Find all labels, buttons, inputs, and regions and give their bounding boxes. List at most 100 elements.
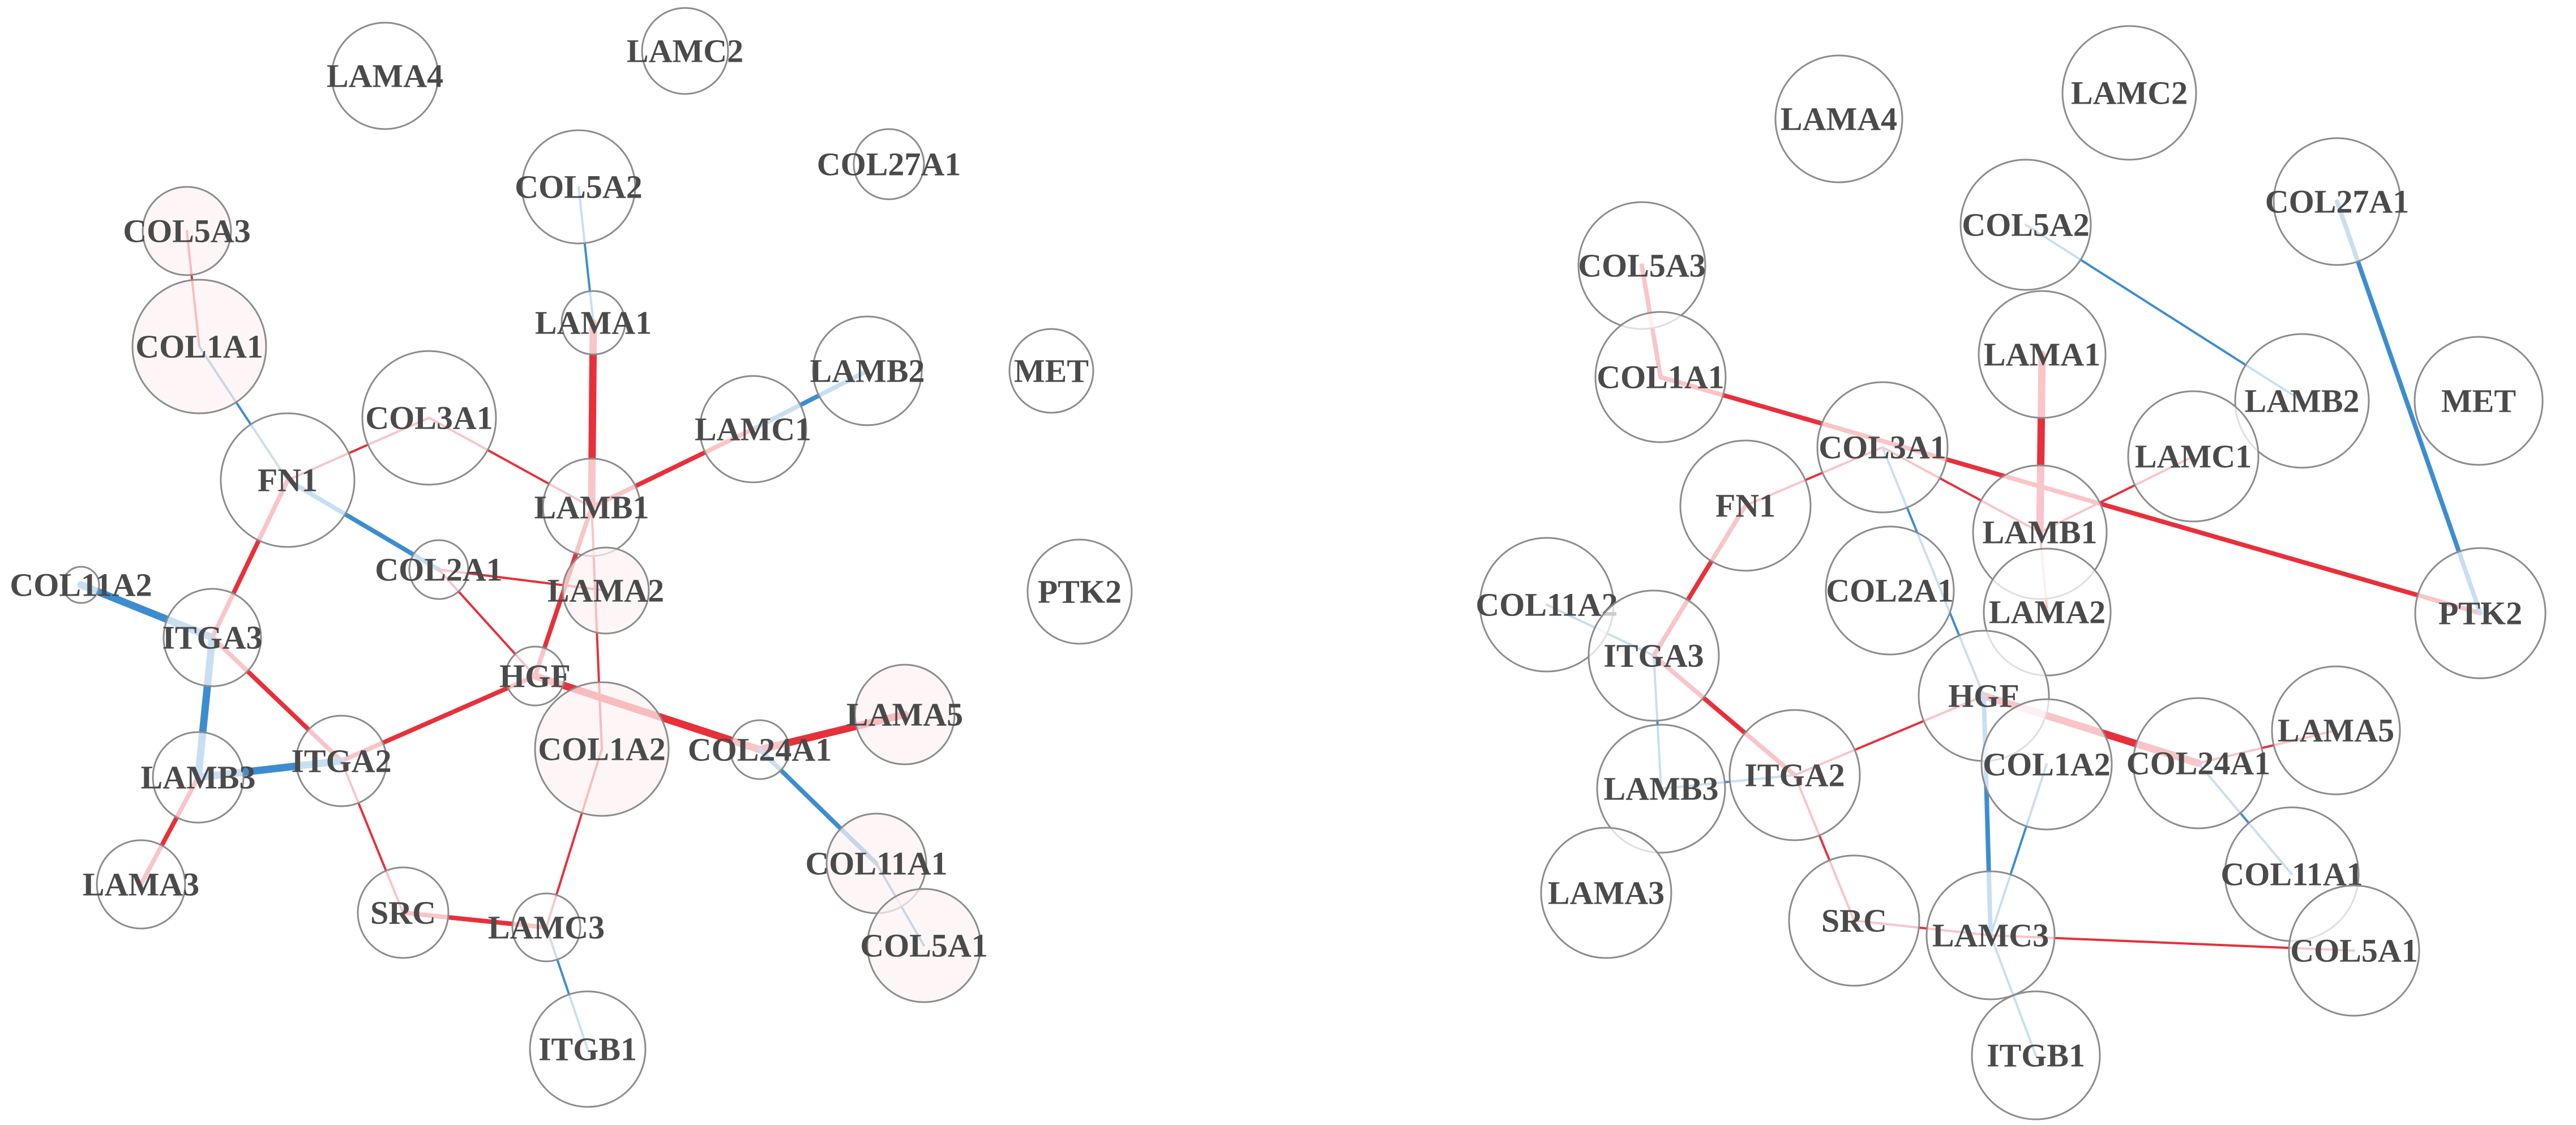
node-lama5[interactable]: LAMA5 bbox=[2271, 665, 2401, 795]
node-circle[interactable] bbox=[62, 566, 100, 604]
node-itga2[interactable]: ITGA2 bbox=[1728, 709, 1861, 841]
node-circle[interactable] bbox=[96, 839, 186, 930]
node-circle[interactable] bbox=[1587, 589, 1720, 722]
node-circle[interactable] bbox=[295, 715, 388, 807]
node-col5a2[interactable]: COL5A2 bbox=[515, 129, 643, 245]
node-circle[interactable] bbox=[1596, 724, 1726, 854]
node-circle[interactable] bbox=[854, 664, 956, 765]
node-lamc3[interactable]: LAMC3 bbox=[488, 892, 605, 963]
node-col27a1[interactable]: COL27A1 bbox=[817, 128, 961, 200]
node-col5a3[interactable]: COL5A3 bbox=[123, 186, 251, 276]
node-circle[interactable] bbox=[2132, 697, 2265, 829]
node-circle[interactable] bbox=[2414, 547, 2547, 679]
node-itga2[interactable]: ITGA2 bbox=[291, 715, 392, 807]
node-circle[interactable] bbox=[729, 719, 790, 780]
node-lama4[interactable]: LAMA4 bbox=[1774, 54, 1903, 183]
node-col27a1[interactable]: COL27A1 bbox=[2265, 137, 2410, 266]
node-hgf[interactable]: HGF bbox=[499, 645, 571, 707]
node-circle[interactable] bbox=[1008, 328, 1094, 414]
node-col5a1[interactable]: COL5A1 bbox=[2288, 884, 2420, 1017]
node-itga3[interactable]: ITGA3 bbox=[1587, 589, 1720, 722]
node-circle[interactable] bbox=[2061, 25, 2197, 161]
node-ptk2[interactable]: PTK2 bbox=[1026, 538, 1133, 645]
node-circle[interactable] bbox=[511, 892, 581, 963]
node-circle[interactable] bbox=[331, 22, 439, 130]
node-fn1[interactable]: FN1 bbox=[220, 412, 356, 548]
node-col24a1[interactable]: COL24A1 bbox=[2126, 697, 2271, 829]
node-circle[interactable] bbox=[562, 546, 650, 635]
node-circle[interactable] bbox=[560, 290, 626, 356]
node-circle[interactable] bbox=[142, 186, 232, 276]
node-col3a1[interactable]: COL3A1 bbox=[1816, 381, 1949, 514]
node-col24a1[interactable]: COL24A1 bbox=[688, 719, 832, 780]
node-circle[interactable] bbox=[1728, 709, 1861, 841]
node-col3a1[interactable]: COL3A1 bbox=[361, 350, 497, 486]
node-col11a1[interactable]: COL11A1 bbox=[805, 812, 948, 914]
node-circle[interactable] bbox=[641, 7, 729, 95]
node-circle[interactable] bbox=[1959, 159, 2092, 291]
node-circle[interactable] bbox=[162, 588, 262, 687]
node-lamb2[interactable]: LAMB2 bbox=[810, 315, 925, 426]
node-lama2[interactable]: LAMA2 bbox=[547, 546, 664, 635]
node-met[interactable]: MET bbox=[1008, 328, 1094, 414]
node-circle[interactable] bbox=[1816, 381, 1949, 514]
node-circle[interactable] bbox=[1594, 311, 1727, 443]
node-circle[interactable] bbox=[1026, 538, 1133, 645]
node-circle[interactable] bbox=[521, 129, 636, 245]
node-lama1[interactable]: LAMA1 bbox=[1978, 290, 2107, 419]
node-circle[interactable] bbox=[2414, 336, 2544, 466]
node-col2a1[interactable]: COL2A1 bbox=[1825, 525, 1955, 656]
node-met[interactable]: MET bbox=[2414, 336, 2544, 466]
node-circle[interactable] bbox=[2127, 390, 2260, 523]
node-circle[interactable] bbox=[1788, 854, 1920, 987]
node-itgb1[interactable]: ITGB1 bbox=[1971, 990, 2101, 1120]
node-lamb3[interactable]: LAMB3 bbox=[141, 731, 256, 824]
node-lama5[interactable]: LAMA5 bbox=[846, 664, 963, 765]
node-lamb1[interactable]: LAMB1 bbox=[534, 457, 649, 557]
node-col11a2[interactable]: COL11A2 bbox=[10, 566, 152, 604]
node-lama1[interactable]: LAMA1 bbox=[535, 290, 652, 356]
node-col1a2[interactable]: COL1A2 bbox=[1980, 698, 2113, 831]
node-lamc2[interactable]: LAMC2 bbox=[627, 7, 743, 95]
node-lama3[interactable]: LAMA3 bbox=[1540, 827, 1672, 959]
node-lamc2[interactable]: LAMC2 bbox=[2061, 25, 2197, 161]
node-circle[interactable] bbox=[1540, 827, 1672, 959]
node-circle[interactable] bbox=[866, 888, 982, 1003]
node-circle[interactable] bbox=[534, 681, 670, 817]
node-src[interactable]: SRC bbox=[1788, 854, 1920, 987]
node-circle[interactable] bbox=[529, 990, 647, 1108]
node-circle[interactable] bbox=[1679, 439, 1812, 572]
node-col1a1[interactable]: COL1A1 bbox=[1594, 311, 1727, 443]
node-src[interactable]: SRC bbox=[357, 866, 450, 959]
node-circle[interactable] bbox=[825, 812, 927, 914]
node-lamc1[interactable]: LAMC1 bbox=[695, 375, 811, 484]
node-lama3[interactable]: LAMA3 bbox=[83, 839, 199, 930]
node-circle[interactable] bbox=[361, 350, 497, 486]
node-lamc3[interactable]: LAMC3 bbox=[1925, 870, 2056, 1000]
node-lama4[interactable]: LAMA4 bbox=[327, 22, 443, 130]
node-circle[interactable] bbox=[504, 645, 566, 707]
node-circle[interactable] bbox=[1980, 698, 2113, 831]
node-circle[interactable] bbox=[812, 315, 923, 426]
node-col11a2[interactable]: COL11A2 bbox=[1475, 537, 1618, 673]
node-lamb2[interactable]: LAMB2 bbox=[2234, 333, 2370, 469]
node-col5a3[interactable]: COL5A3 bbox=[1577, 201, 1706, 330]
node-circle[interactable] bbox=[131, 279, 267, 414]
node-col5a1[interactable]: COL5A1 bbox=[860, 888, 988, 1003]
node-circle[interactable] bbox=[1925, 870, 2056, 1000]
node-circle[interactable] bbox=[357, 866, 450, 959]
node-circle[interactable] bbox=[853, 128, 925, 200]
node-circle[interactable] bbox=[1971, 990, 2101, 1120]
node-col5a2[interactable]: COL5A2 bbox=[1959, 159, 2092, 291]
node-circle[interactable] bbox=[2271, 665, 2401, 795]
node-circle[interactable] bbox=[699, 375, 807, 484]
node-circle[interactable] bbox=[2288, 884, 2420, 1017]
node-lamc1[interactable]: LAMC1 bbox=[2127, 390, 2260, 523]
node-circle[interactable] bbox=[1978, 290, 2107, 419]
node-circle[interactable] bbox=[1825, 525, 1955, 656]
node-circle[interactable] bbox=[2273, 137, 2402, 266]
node-lamb3[interactable]: LAMB3 bbox=[1596, 724, 1726, 854]
node-circle[interactable] bbox=[408, 539, 469, 600]
node-fn1[interactable]: FN1 bbox=[1679, 439, 1812, 572]
node-col1a2[interactable]: COL1A2 bbox=[534, 681, 670, 817]
